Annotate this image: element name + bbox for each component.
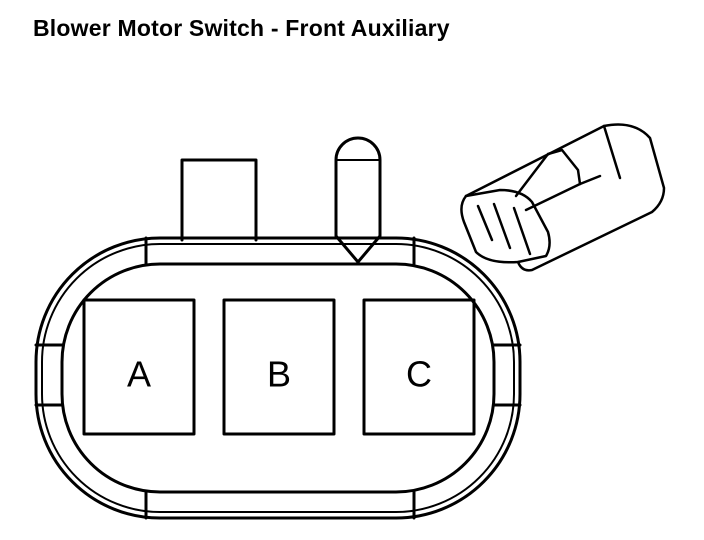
connector-housing bbox=[34, 236, 522, 520]
iso-slot-2 bbox=[492, 202, 512, 250]
pin-cavity-a bbox=[82, 298, 196, 436]
pin-label-b: B bbox=[267, 354, 291, 395]
pin-cavity-c bbox=[362, 298, 476, 436]
iso-front-face bbox=[460, 188, 551, 264]
connector-isometric-view bbox=[460, 123, 666, 272]
pin-cavity-b bbox=[222, 298, 336, 436]
iso-top-edge bbox=[524, 174, 602, 212]
iso-latch bbox=[514, 148, 582, 198]
iso-slot-3 bbox=[512, 206, 532, 256]
iso-slot-1 bbox=[476, 204, 494, 242]
housing-outer-outline bbox=[34, 236, 522, 520]
housing-cavity-outline bbox=[60, 262, 496, 494]
iso-body-outline bbox=[464, 123, 666, 272]
diagram-title: Blower Motor Switch - Front Auxiliary bbox=[33, 15, 450, 41]
iso-rear-edge bbox=[602, 124, 622, 180]
housing-inner-outline bbox=[41, 243, 515, 513]
pin-label-c: C bbox=[406, 354, 432, 395]
pin-label-a: A bbox=[127, 354, 151, 395]
locking-tab bbox=[180, 158, 258, 242]
